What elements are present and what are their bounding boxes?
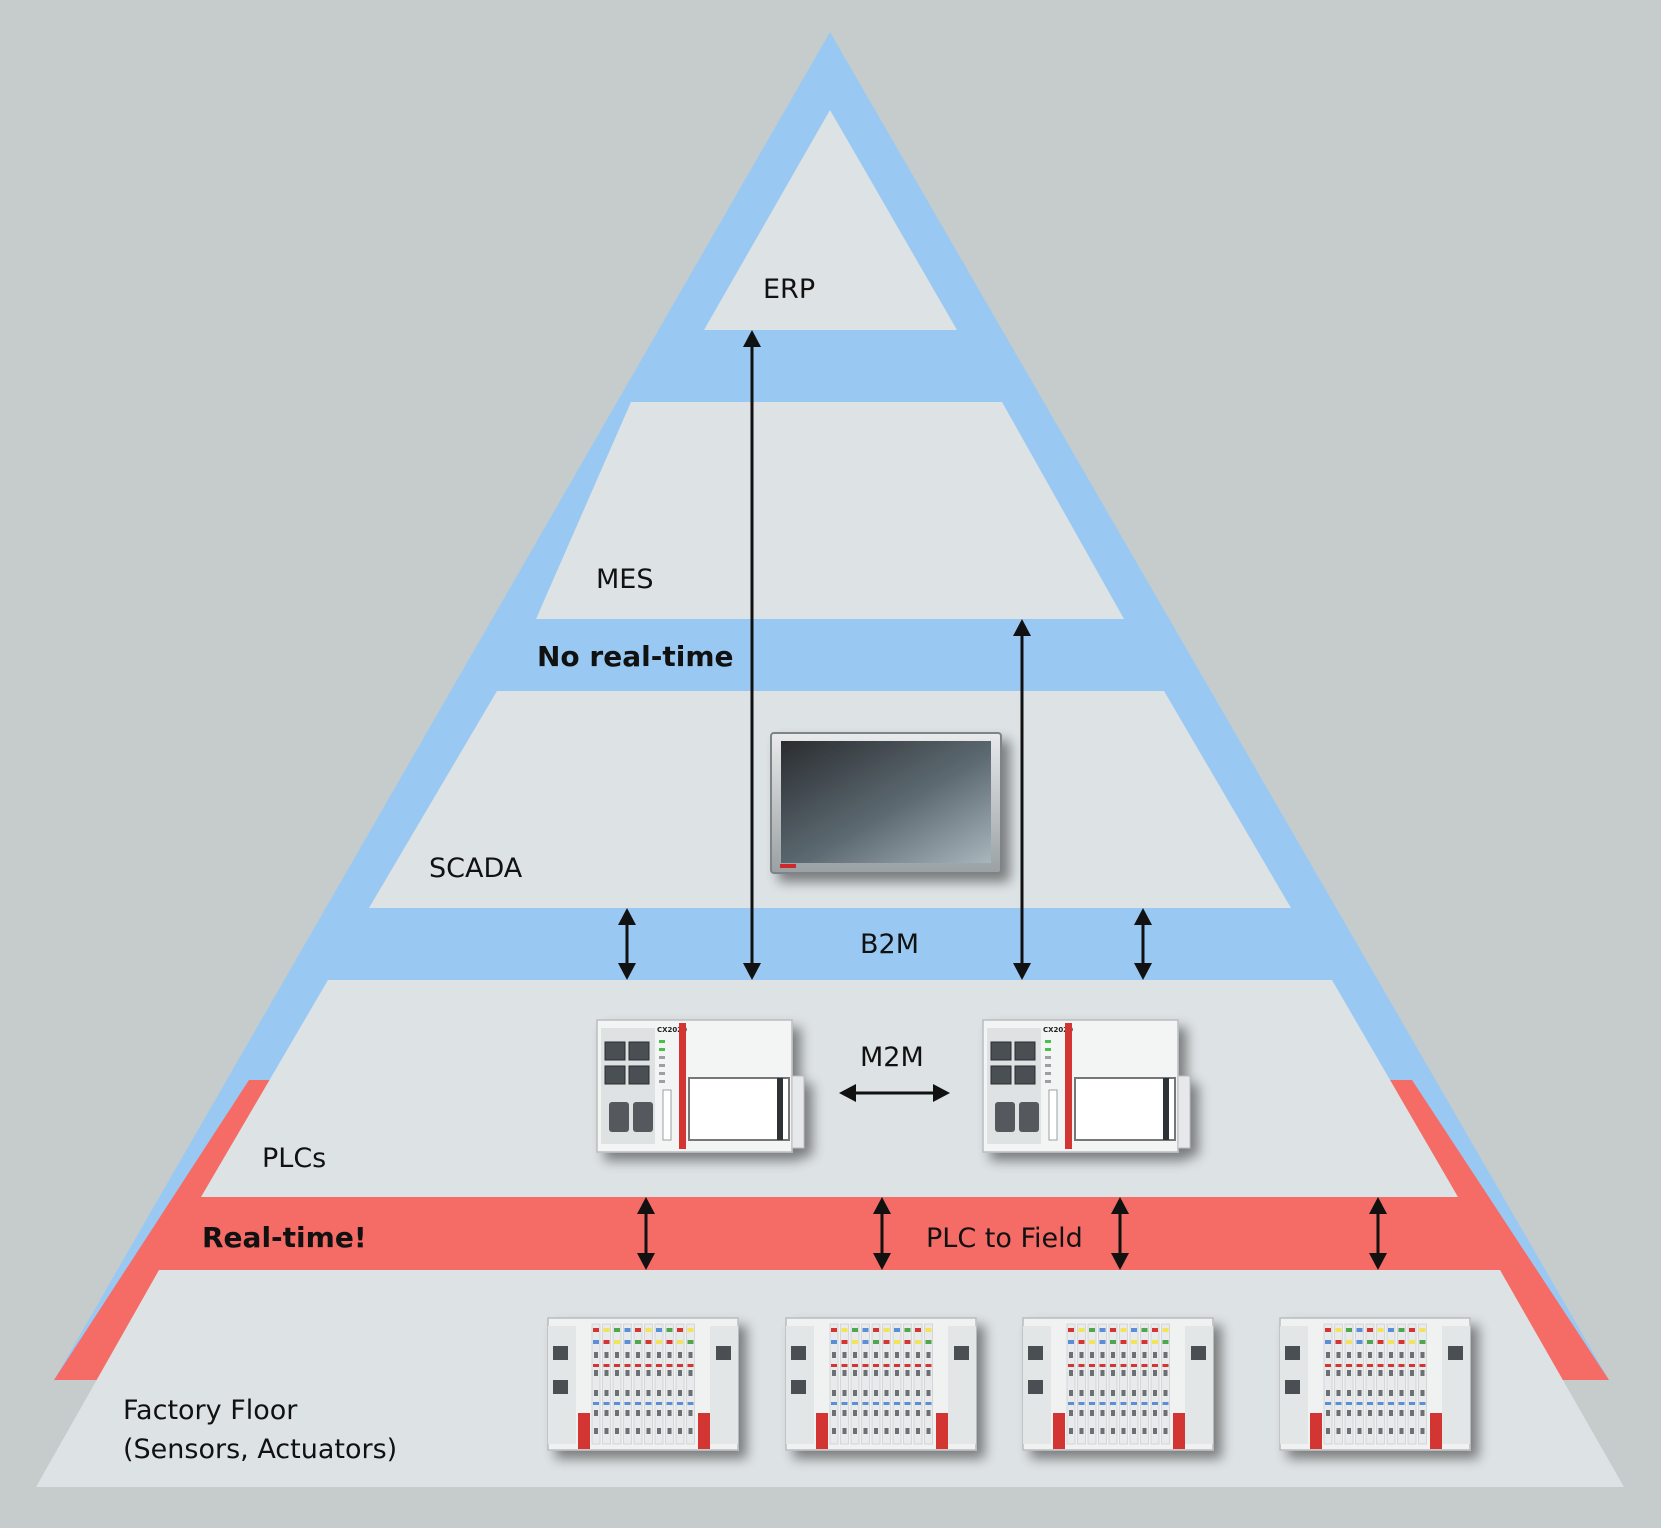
erp-label: ERP	[763, 274, 815, 305]
io-terminal-icon	[1022, 1317, 1214, 1451]
field-arrow-4	[1369, 1197, 1387, 1270]
no-realtime-label: No real-time	[537, 640, 733, 673]
io-terminal-icon	[547, 1317, 739, 1451]
factory-floor-sublabel: (Sensors, Actuators)	[123, 1434, 397, 1465]
realtime-label: Real-time!	[202, 1221, 367, 1254]
field-arrow-2	[873, 1197, 891, 1270]
level-erp	[704, 110, 957, 330]
svg-text:CX2020: CX2020	[1043, 1026, 1073, 1034]
b2m-arrow-right	[1134, 908, 1152, 980]
erp-plc-arrow	[743, 330, 761, 980]
hmi-panel-icon	[770, 732, 1002, 874]
mes-plc-arrow	[1013, 619, 1031, 980]
plc-to-field-label: PLC to Field	[926, 1223, 1083, 1254]
field-arrow-1	[637, 1197, 655, 1270]
io-terminal-icon	[1279, 1317, 1471, 1451]
level-mes	[536, 402, 1124, 619]
plc-controller-icon: CX2020	[596, 1019, 805, 1153]
b2m-arrow-left	[618, 908, 636, 980]
svg-text:CX2020: CX2020	[657, 1026, 687, 1034]
m2m-arrow	[839, 1084, 950, 1102]
scada-label: SCADA	[429, 853, 523, 884]
plcs-label: PLCs	[262, 1143, 326, 1174]
level-plcs	[201, 980, 1458, 1197]
m2m-label: M2M	[860, 1042, 924, 1073]
plc-controller-icon: CX2020	[982, 1019, 1191, 1153]
factory-floor-label: Factory Floor	[123, 1395, 298, 1426]
mes-label: MES	[596, 564, 654, 595]
field-arrow-3	[1111, 1197, 1129, 1270]
communication-arrows	[618, 330, 1387, 1270]
b2m-label: B2M	[860, 929, 919, 960]
io-terminal-icon	[785, 1317, 977, 1451]
